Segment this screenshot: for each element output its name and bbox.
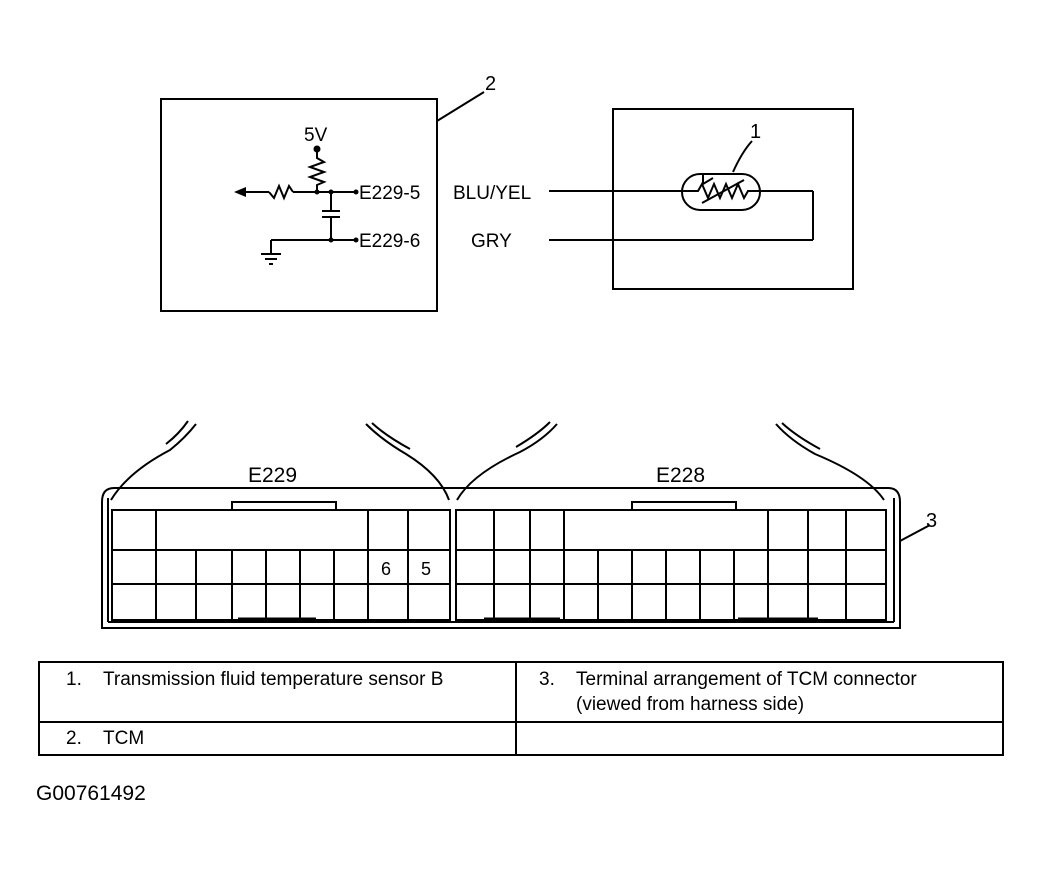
legend-item-num: 3. (539, 669, 555, 690)
tcm-box (160, 98, 438, 312)
wire-color-bottom: GRY (471, 231, 512, 252)
legend-table: 1. Transmission fluid temperature sensor… (38, 661, 1004, 756)
legend-item-num: 1. (66, 669, 82, 690)
supply-voltage-label: 5V (304, 125, 328, 146)
connector-e228 (455, 501, 887, 623)
pin-5-label: 5 (421, 559, 431, 579)
figure-id: G00761492 (36, 782, 146, 805)
legend-item-num: 2. (66, 728, 82, 749)
legend-divider-horizontal (40, 721, 1002, 723)
connector-e228-name: E228 (656, 464, 705, 487)
pull-up-resistor (307, 145, 327, 192)
wire-color-top: BLU/YEL (453, 183, 531, 204)
thermistor-icon (681, 173, 761, 211)
pin-e229-5-label: E229-5 (359, 183, 420, 204)
arrow-left-icon (234, 187, 246, 197)
connector-callout-leader (899, 524, 931, 542)
sensor-callout-leader (732, 140, 753, 173)
pin-e229-6-label: E229-6 (359, 231, 420, 252)
connector-shell (101, 487, 901, 629)
legend-item-text: Transmission fluid temperature sensor B (103, 669, 444, 690)
tcm-callout-leader (436, 91, 485, 122)
series-resistor (234, 183, 320, 201)
pin-6-label: 6 (381, 559, 391, 579)
sensor-callout: 1 (750, 121, 761, 143)
filter-capacitor (322, 192, 340, 243)
tcm-callout: 2 (485, 73, 496, 95)
legend-item-text: Terminal arrangement of TCM connector (576, 669, 917, 690)
legend-divider-vertical (515, 663, 517, 754)
ground-icon (261, 240, 281, 265)
connector-e229-name: E229 (248, 464, 297, 487)
sensor-box (612, 108, 854, 290)
harness-curves (110, 420, 885, 501)
connector-callout: 3 (926, 510, 937, 532)
legend-item-text: TCM (103, 728, 145, 749)
connector-e229 (111, 501, 451, 623)
legend-item-text-line2: (viewed from harness side) (576, 694, 805, 715)
